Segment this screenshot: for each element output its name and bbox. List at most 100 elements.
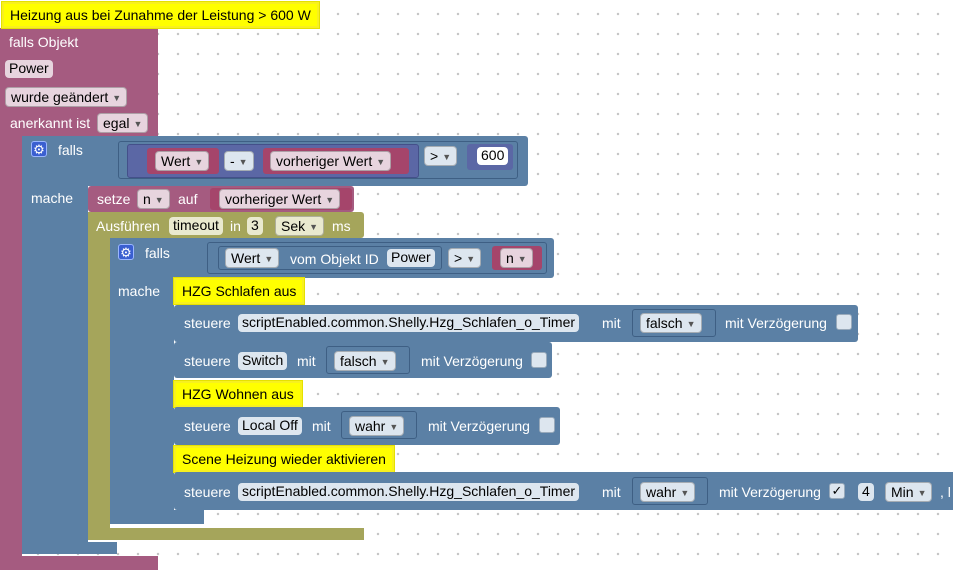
control-1-value-dropdown[interactable]: falsch▼ (640, 313, 702, 333)
control-4-value: wahr (646, 484, 677, 500)
dropdown-arrow-icon: ▼ (466, 254, 476, 264)
control-3-value: wahr (355, 418, 386, 434)
trigger-object-id[interactable]: Power (5, 60, 53, 78)
dropdown-arrow-icon: ▼ (238, 157, 248, 167)
control-1-delay-checkbox[interactable] (836, 314, 852, 330)
dropdown-arrow-icon: ▼ (680, 488, 690, 498)
trigger-block-footer (0, 556, 158, 570)
if2-object-id[interactable]: Power (387, 249, 435, 267)
control-2-value: falsch (340, 353, 377, 369)
if1-footer (22, 542, 117, 554)
trigger-ack-dropdown[interactable]: egal▼ (97, 113, 149, 133)
trigger-event-dropdown[interactable]: wurde geändert▼ (5, 87, 128, 107)
trigger-block-spine (0, 28, 22, 562)
control-4-delay-amount[interactable]: 4 (858, 483, 874, 501)
control-4-value-dropdown[interactable]: wahr▼ (640, 482, 696, 502)
control-3-label-with: mit (312, 418, 331, 434)
timeout-name[interactable]: timeout (169, 217, 223, 235)
set-value: vorheriger Wert (225, 191, 322, 207)
if1-number[interactable]: 600 (477, 147, 509, 165)
if2-compare: > (454, 250, 463, 266)
control-1-target[interactable]: scriptEnabled.common.Shelly.Hzg_Schlafen… (238, 314, 580, 332)
control-4-delay-unit-dropdown[interactable]: Min▼ (885, 482, 933, 502)
trigger-comment[interactable]: Heizung aus bei Zunahme der Leistung > 6… (2, 2, 319, 28)
if2-var-dropdown[interactable]: n▼ (500, 248, 533, 268)
if1-right-value: vorheriger Wert (276, 153, 373, 169)
control-4-target[interactable]: scriptEnabled.common.Shelly.Hzg_Schlafen… (238, 483, 580, 501)
if1-spine (22, 136, 88, 546)
control-1-label-delay: mit Verzögerung (725, 315, 827, 331)
control-3-delay-checkbox[interactable] (539, 417, 555, 433)
if2-label-if: falls (145, 245, 170, 261)
control-2-label: steuere (184, 353, 231, 369)
control-3-label-delay: mit Verzögerung (428, 418, 530, 434)
if2-label-do: mache (118, 283, 161, 299)
dropdown-arrow-icon: ▼ (154, 195, 164, 205)
set-var-dropdown[interactable]: n▼ (137, 189, 170, 209)
control-3-value-dropdown[interactable]: wahr▼ (349, 416, 405, 436)
dropdown-arrow-icon: ▼ (376, 157, 386, 167)
control-2-label-with: mit (297, 353, 316, 369)
control-1-value: falsch (646, 315, 683, 331)
if1-right-dropdown[interactable]: vorheriger Wert▼ (270, 151, 392, 171)
timeout-footer (88, 528, 364, 540)
if2-compare-dropdown[interactable]: >▼ (448, 248, 482, 268)
trigger-event-label: wurde geändert (11, 89, 109, 105)
control-3-label: steuere (184, 418, 231, 434)
control-2-target[interactable]: Switch (238, 352, 288, 370)
control-2-delay-checkbox[interactable] (531, 352, 547, 368)
control-4-delay-unit: Min (891, 484, 914, 500)
control-2-label-delay: mit Verzögerung (421, 353, 523, 369)
gear-icon[interactable]: ⚙ (31, 141, 47, 157)
dropdown-arrow-icon: ▼ (686, 319, 696, 329)
if1-left-dropdown[interactable]: Wert▼ (155, 151, 210, 171)
control-4-trailing: , l (940, 484, 951, 500)
if2-value: Wert (231, 250, 261, 266)
timeout-amount[interactable]: 3 (247, 217, 263, 235)
trigger-ack-value: egal (103, 115, 130, 131)
if1-operator-dropdown[interactable]: -▼ (224, 151, 254, 171)
control-2-value-dropdown[interactable]: falsch▼ (334, 351, 396, 371)
if1-compare: > (430, 148, 439, 164)
control-1-label: steuere (184, 315, 231, 331)
timeout-unit-dropdown[interactable]: Sek▼ (275, 216, 325, 236)
if1-label-if: falls (58, 142, 83, 158)
control-4-label-with: mit (602, 484, 621, 500)
gear-icon[interactable]: ⚙ (118, 244, 134, 260)
if1-operator: - (230, 153, 235, 169)
timeout-label-in: in (230, 218, 241, 234)
timeout-unit: Sek (281, 218, 306, 234)
if2-value-dropdown[interactable]: Wert▼ (225, 248, 280, 268)
dropdown-arrow-icon: ▼ (517, 254, 527, 264)
timeout-label-ms: ms (332, 218, 351, 234)
dropdown-arrow-icon: ▼ (917, 488, 927, 498)
control-4-label-delay: mit Verzögerung (719, 484, 821, 500)
if2-footer (110, 512, 204, 524)
set-var: n (143, 191, 151, 207)
comment-scene-heizung[interactable]: Scene Heizung wieder aktivieren (174, 446, 394, 472)
if1-compare-dropdown[interactable]: >▼ (424, 146, 458, 166)
dropdown-arrow-icon: ▼ (194, 157, 204, 167)
control-3-target[interactable]: Local Off (238, 417, 302, 435)
comment-hzg-wohnen[interactable]: HZG Wohnen aus (174, 381, 302, 407)
dropdown-arrow-icon: ▼ (309, 222, 319, 232)
dropdown-arrow-icon: ▼ (389, 422, 399, 432)
if2-var: n (506, 250, 514, 266)
set-label-to: auf (178, 191, 198, 207)
dropdown-arrow-icon: ▼ (133, 119, 143, 129)
set-label: setze (97, 191, 131, 207)
set-value-dropdown[interactable]: vorheriger Wert▼ (219, 189, 341, 209)
comment-hzg-schlafen[interactable]: HZG Schlafen aus (174, 278, 305, 304)
dropdown-arrow-icon: ▼ (325, 195, 335, 205)
control-4-delay-checkbox[interactable]: ✓ (829, 483, 845, 499)
dropdown-arrow-icon: ▼ (380, 357, 390, 367)
dropdown-arrow-icon: ▼ (442, 152, 452, 162)
if2-spine (110, 238, 174, 524)
dropdown-arrow-icon: ▼ (112, 93, 122, 103)
if1-label-do: mache (31, 190, 74, 206)
timeout-spine (88, 212, 110, 540)
trigger-ack-label: anerkannt ist (10, 115, 91, 131)
dropdown-arrow-icon: ▼ (264, 254, 274, 264)
timeout-label-run: Ausführen (96, 218, 160, 234)
control-4-label: steuere (184, 484, 231, 500)
